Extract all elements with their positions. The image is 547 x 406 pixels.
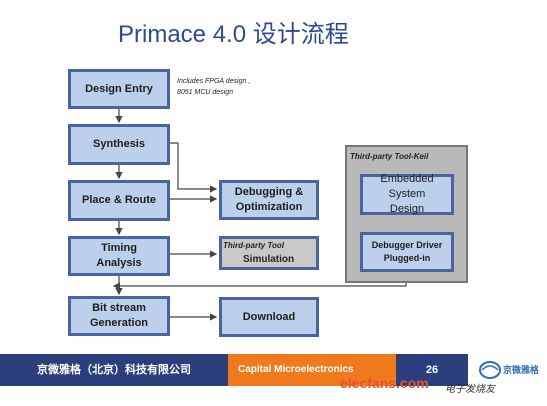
watermark-site-cn: 电子发烧友 bbox=[445, 384, 495, 395]
debugging-label-line-2: Optimization bbox=[235, 201, 303, 213]
embedded-label-line-2: Design bbox=[389, 203, 425, 215]
design-entry-note-line-2: 8051 MCU design bbox=[177, 89, 234, 96]
footer-company-en: Capital Microelectronics bbox=[228, 354, 396, 386]
third-party-title: Third-party Tool-Keil bbox=[350, 152, 429, 161]
timing-analysis-box: Timing Analysis bbox=[68, 236, 170, 276]
design-entry-note: Includes FPGA design , 8051 MCU design bbox=[177, 76, 250, 98]
simulation-label-line-1: Third-party Tool bbox=[223, 241, 285, 250]
footer-company-cn: 京微雅格（北京）科技有限公司 bbox=[0, 354, 228, 386]
debugging-box: Debugging & Optimization bbox=[219, 180, 319, 220]
embedded-label-line-1: Embedded System bbox=[380, 173, 434, 200]
download-label: Download bbox=[242, 310, 296, 323]
timing-label-line-2: Analysis bbox=[96, 257, 142, 269]
logo-text: 京微雅格 bbox=[503, 364, 538, 376]
debugger-label-line-2: Plugged-in bbox=[383, 253, 431, 263]
place-route-label: Place & Route bbox=[82, 194, 156, 206]
company-logo: 京微雅格 bbox=[479, 361, 538, 379]
page-number: 26 bbox=[396, 354, 468, 386]
debugger-label-line-1: Debugger Driver bbox=[371, 240, 443, 250]
bitstream-box: Bit stream Generation bbox=[68, 296, 170, 336]
simulation-box bbox=[219, 236, 319, 270]
bitstream-label-line-1: Bit stream bbox=[92, 302, 146, 314]
timing-label-line-1: Timing bbox=[101, 242, 137, 254]
place-route-box: Place & Route bbox=[68, 180, 170, 221]
bitstream-label-line-2: Generation bbox=[89, 317, 149, 329]
page-title: Primace 4.0 设计流程 bbox=[118, 21, 349, 48]
synthesis-label: Synthesis bbox=[93, 138, 145, 150]
simulation-label-line-2: Simulation bbox=[243, 254, 295, 265]
debugger-driver-box: Debugger Driver Plugged-in bbox=[360, 232, 454, 272]
design-entry-note-line-1: Includes FPGA design , bbox=[177, 78, 251, 85]
synthesis-box: Synthesis bbox=[68, 124, 170, 165]
embedded-system-box: Embedded System Design bbox=[360, 173, 454, 215]
watermark-site: elecfans.com bbox=[340, 375, 429, 391]
design-entry-label: Design Entry bbox=[85, 82, 153, 95]
debugging-label-line-1: Debugging & bbox=[234, 186, 304, 198]
download-box: Download bbox=[219, 297, 319, 337]
design-entry-box: Design Entry bbox=[68, 69, 170, 109]
